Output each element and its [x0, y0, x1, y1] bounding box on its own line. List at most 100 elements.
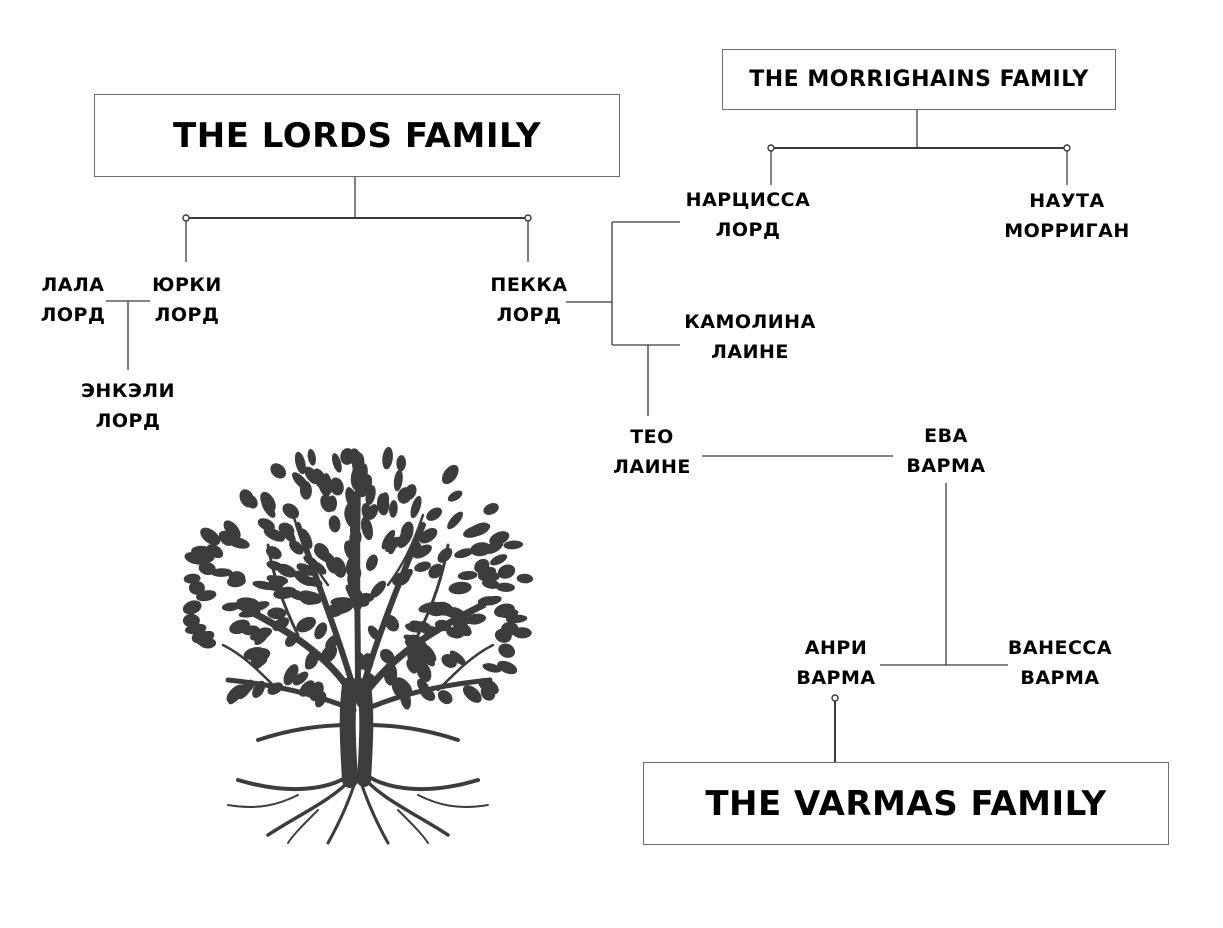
person-lala: ЛАЛА ЛОРД [38, 270, 108, 330]
leaf [419, 527, 438, 544]
leaf [329, 601, 349, 611]
leaf [422, 643, 437, 662]
person-anri: АНРИ ВАРМА [790, 633, 882, 693]
leaf [447, 511, 464, 530]
person-kamolina: КАМОЛИНА ЛАИНЕ [678, 307, 822, 367]
leaf [382, 446, 393, 470]
person-first-name: ЛАЛА [41, 274, 105, 296]
leaf [482, 663, 502, 673]
leaf [360, 516, 374, 541]
person-last-name: ЛАИНЕ [711, 341, 789, 363]
person-last-name: ЛОРД [95, 410, 161, 432]
leaf [265, 546, 282, 560]
leaf [393, 469, 403, 492]
leaf [448, 581, 472, 595]
person-nauta: НАУТА МОРРИГАН [996, 186, 1138, 246]
leaf [441, 464, 459, 485]
leaf [188, 580, 205, 595]
leaf [412, 544, 432, 559]
person-last-name: ЛОРД [496, 304, 562, 326]
leaf [457, 570, 478, 581]
leaf [191, 545, 215, 559]
leaf [416, 661, 432, 683]
leaf [365, 554, 378, 571]
leaf [348, 448, 361, 465]
leaf [307, 448, 317, 466]
leaf [270, 463, 287, 479]
leaf [410, 495, 422, 519]
person-nartsissa: НАРЦИССА ЛОРД [678, 185, 818, 245]
leaf [299, 480, 312, 500]
leaf [318, 549, 337, 566]
leaf [477, 571, 500, 582]
leaf [292, 671, 309, 686]
leaf [296, 616, 316, 633]
person-enkeli: ЭНКЭЛИ ЛОРД [72, 376, 184, 436]
leaf [228, 688, 243, 705]
leaf [183, 573, 201, 584]
leaf [328, 515, 341, 533]
leaf [396, 455, 407, 472]
leaf [260, 491, 276, 512]
leaf [296, 563, 316, 576]
leaf [267, 607, 287, 620]
leaf [252, 627, 269, 640]
person-first-name: КАМОЛИНА [684, 311, 816, 333]
leaf [498, 643, 516, 658]
person-teo: ТЕО ЛАИНЕ [606, 422, 698, 482]
tree-of-life-icon [182, 446, 534, 845]
leaf [294, 451, 306, 475]
leaf [282, 503, 300, 519]
person-last-name: ЛОРД [154, 304, 220, 326]
leaf [286, 588, 307, 601]
leaf [480, 685, 496, 701]
lords-family-box: THE LORDS FAMILY [94, 94, 620, 177]
person-last-name: ВАРМА [796, 667, 876, 689]
person-first-name: АНРИ [804, 637, 868, 659]
leaf [490, 554, 508, 566]
leaf [254, 631, 269, 646]
leaf [389, 500, 398, 518]
person-first-name: ТЕО [630, 426, 674, 448]
leaf [474, 523, 491, 536]
person-first-name: НАУТА [1029, 190, 1105, 212]
leaf [474, 558, 490, 574]
leaf [403, 525, 414, 544]
leaf [495, 607, 518, 619]
morrighains-family-title: THE MORRIGHAINS FAMILY [749, 67, 1089, 92]
leaf [414, 561, 431, 572]
leaf [496, 582, 515, 592]
leaf [329, 477, 344, 496]
leaf [454, 548, 474, 559]
leaf [299, 590, 322, 605]
leaf [361, 503, 372, 520]
leaf [248, 601, 270, 612]
person-vanessa: ВАНЕССА ВАРМА [1006, 633, 1114, 693]
leaf [483, 503, 499, 515]
leaf [462, 685, 482, 703]
leaf [446, 627, 464, 639]
person-first-name: ЕВА [924, 425, 968, 447]
person-last-name: ЛАИНЕ [613, 456, 691, 478]
leaf [497, 660, 518, 675]
leaf [327, 495, 337, 512]
leaf [484, 540, 504, 554]
leaf [185, 623, 207, 635]
varmas-family-title: THE VARMAS FAMILY [705, 783, 1107, 824]
leaf [289, 540, 304, 555]
leaf [263, 527, 285, 542]
person-last-name: ЛОРД [715, 219, 781, 241]
leaf [210, 568, 233, 577]
person-first-name: ПЕККА [490, 274, 568, 296]
leaf [406, 658, 418, 674]
leaf [384, 536, 401, 553]
leaf [248, 647, 271, 663]
morrighains-family-box: THE MORRIGHAINS FAMILY [722, 49, 1116, 110]
person-first-name: ЮРКИ [152, 274, 222, 296]
leaf [465, 613, 487, 625]
leaf [497, 564, 516, 579]
leaf [437, 690, 453, 705]
leaf [293, 570, 314, 587]
person-last-name: ВАРМА [1020, 667, 1100, 689]
